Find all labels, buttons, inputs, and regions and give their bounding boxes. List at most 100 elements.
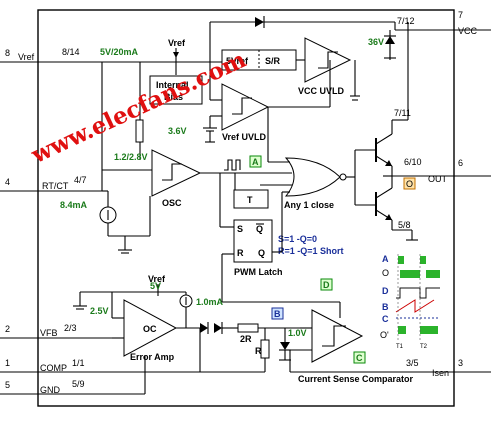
chip-outline <box>37 9 455 407</box>
svg-text:Vref: Vref <box>168 38 186 48</box>
svg-text:O: O <box>382 268 389 278</box>
svg-text:1.2/2.8V: 1.2/2.8V <box>114 152 148 162</box>
svg-text:D: D <box>323 280 330 290</box>
svg-text:OSC: OSC <box>162 198 182 208</box>
svg-text:1.0V: 1.0V <box>288 328 307 338</box>
svg-text:5: 5 <box>5 380 10 390</box>
lower-transistor: 5/8 <box>375 166 418 241</box>
svg-text:R=1 -Q=1 Short: R=1 -Q=1 Short <box>278 246 344 256</box>
svg-text:O: O <box>406 179 413 189</box>
svg-text:Q: Q <box>256 224 263 234</box>
svg-text:3: 3 <box>458 358 463 368</box>
pin-comp: 1 COMP 1/1 <box>0 358 265 373</box>
svg-text:C: C <box>382 314 389 324</box>
svg-text:B: B <box>274 309 281 319</box>
pin-vfb: 2 VFB 2/3 <box>0 323 112 339</box>
zener-36v: 36V <box>368 35 396 59</box>
svg-text:D: D <box>382 286 389 296</box>
svg-text:Vref: Vref <box>18 52 35 62</box>
svg-text:3/5: 3/5 <box>406 358 419 368</box>
svg-text:C: C <box>356 353 363 363</box>
svg-text:GND: GND <box>40 385 61 395</box>
svg-text:4/7: 4/7 <box>74 175 87 185</box>
svg-text:36V: 36V <box>368 37 384 47</box>
zener-1v: 1.0V <box>279 328 307 361</box>
pin-gnd: 5 GND 5/9 <box>0 379 145 395</box>
svg-text:5V/20mA: 5V/20mA <box>100 47 139 57</box>
svg-text:6/10: 6/10 <box>404 157 422 167</box>
svg-text:Error Amp: Error Amp <box>130 352 175 362</box>
svg-text:5/8: 5/8 <box>398 220 411 230</box>
svg-text:RT/CT: RT/CT <box>42 181 69 191</box>
svg-text:1.0mA: 1.0mA <box>196 297 224 307</box>
or-gate: Any 1 close <box>224 107 347 210</box>
pin-isen: 3/5 3 Isen <box>290 358 491 378</box>
svg-text:A: A <box>252 157 259 167</box>
svg-text:5/9: 5/9 <box>72 379 85 389</box>
pwm-latch: S Q R Q PWM Latch S=1 -Q=0 R=1 -Q=1 Shor… <box>219 173 344 318</box>
svg-text:S=1 -Q=0: S=1 -Q=0 <box>278 234 317 244</box>
svg-text:Vref: Vref <box>148 274 166 284</box>
watermark: www.elecfans.com <box>26 46 250 169</box>
timing-diagram: A O D B C O' T1 T2 <box>380 254 440 350</box>
svg-text:8/14: 8/14 <box>62 47 80 57</box>
svg-text:Current Sense Comparator: Current Sense Comparator <box>298 374 414 384</box>
svg-text:5Vref: 5Vref <box>226 56 249 66</box>
svg-text:1/1: 1/1 <box>72 358 85 368</box>
svg-text:O': O' <box>380 330 389 340</box>
svg-text:PWM Latch: PWM Latch <box>234 267 283 277</box>
svg-text:R: R <box>255 346 262 356</box>
oscillator: 1.2/2.8V OSC 8.4mA <box>60 62 236 254</box>
svg-text:S/R: S/R <box>265 56 281 66</box>
svg-text:R: R <box>237 248 244 258</box>
svg-text:7/12: 7/12 <box>397 16 415 26</box>
vref-uvlo-comparator: Vref UVLD 3.6V <box>168 60 331 143</box>
svg-text:Internal: Internal <box>156 80 189 90</box>
svg-text:T1: T1 <box>396 344 404 350</box>
svg-text:Vref UVLD: Vref UVLD <box>222 132 267 142</box>
svg-text:5V: 5V <box>150 281 161 291</box>
svg-text:8.4mA: 8.4mA <box>60 200 88 210</box>
svg-text:COMP: COMP <box>40 363 67 373</box>
t-block: T <box>233 189 269 209</box>
node-o: O <box>403 177 416 190</box>
svg-text:7: 7 <box>458 10 463 20</box>
node-c: C <box>353 351 366 364</box>
node-d: D <box>320 278 333 291</box>
svg-text:2.5V: 2.5V <box>90 306 109 316</box>
top-diode-icon <box>255 17 264 27</box>
pin-out: 6/10 6 OUT <box>383 157 491 184</box>
svg-text:Any 1 close: Any 1 close <box>284 200 334 210</box>
svg-text:OC: OC <box>143 324 157 334</box>
svg-text:VCC UVLD: VCC UVLD <box>298 86 345 96</box>
svg-text:VCC: VCC <box>458 26 478 36</box>
svg-text:A: A <box>382 254 389 264</box>
pin-vref: 8 Vref 8/14 <box>0 47 84 63</box>
svg-text:1: 1 <box>5 358 10 368</box>
svg-text:OUT: OUT <box>428 174 448 184</box>
svg-text:B: B <box>382 302 389 312</box>
vcc-rail <box>209 16 396 62</box>
node-a: A <box>249 155 262 168</box>
svg-text:2/3: 2/3 <box>64 323 77 333</box>
svg-text:www.elecfans.com: www.elecfans.com <box>26 46 250 169</box>
vcc-uvlo-comparator: VCC UVLD <box>298 37 360 101</box>
svg-text:6: 6 <box>458 158 463 168</box>
svg-text:Isen: Isen <box>432 368 449 378</box>
svg-text:4: 4 <box>5 177 10 187</box>
svg-text:T: T <box>247 195 253 205</box>
pin-vcc: 7/12 7 VCC <box>395 10 491 36</box>
resistor-osc <box>135 119 144 143</box>
svg-text:VFB: VFB <box>40 328 58 338</box>
svg-text:Bias: Bias <box>164 92 183 102</box>
svg-text:8: 8 <box>5 48 10 58</box>
upper-transistor: 7/11 <box>375 22 411 167</box>
internal-bias-block: Internal Bias <box>149 75 203 105</box>
node-b: B <box>271 307 284 320</box>
ref-block: 5Vref S/R <box>221 49 297 71</box>
error-amp: Vref 5V 2.5V OC Error Amp 1.0mA 2R R <box>73 274 300 394</box>
svg-text:3.6V: 3.6V <box>168 126 187 136</box>
svg-text:7/11: 7/11 <box>394 108 411 118</box>
